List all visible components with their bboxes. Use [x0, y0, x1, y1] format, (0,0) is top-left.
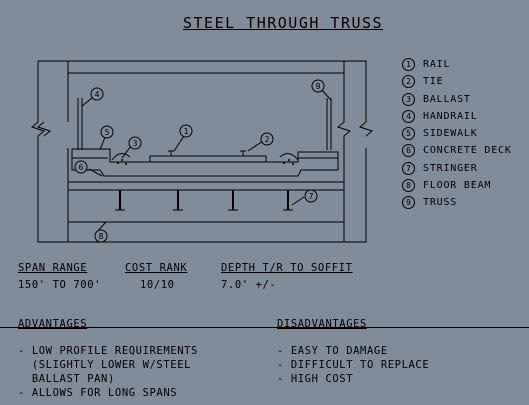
callout-2-num: 2 — [265, 135, 270, 144]
handrail-right — [326, 98, 332, 150]
span-range-value: 150' TO 700' — [18, 279, 102, 291]
concrete-deck — [71, 148, 339, 177]
diagram-title: STEEL THROUGH TRUSS — [183, 14, 384, 32]
handrail-left — [77, 98, 83, 150]
callout-7-num: 7 — [309, 192, 314, 201]
advantages-heading: ADVANTAGES — [18, 318, 88, 330]
depth-label: DEPTH T/R TO SOFFIT — [221, 262, 353, 274]
callout-5 — [100, 125, 114, 139]
disadvantage-item: - HIGH COST — [277, 373, 354, 385]
floor-beam — [68, 181, 344, 223]
disadvantage-item: - EASY TO DAMAGE — [277, 345, 388, 357]
callout-1-num: 1 — [184, 127, 189, 136]
span-range-label: SPAN RANGE — [18, 262, 88, 274]
callout-6-num: 6 — [79, 163, 84, 172]
sidewalk-left — [71, 149, 108, 159]
advantage-item: BALLAST PAN) — [18, 373, 115, 385]
callout-2 — [260, 132, 274, 146]
depth-value: 7.0' +/- — [221, 279, 277, 291]
cost-rank-value: 10/10 — [140, 279, 175, 291]
cost-rank-label: COST RANK — [125, 262, 188, 274]
section-divider — [0, 327, 529, 328]
callout-4-num: 4 — [95, 90, 100, 99]
right-truss-top — [344, 60, 367, 122]
callout-9-num: 9 — [316, 82, 321, 91]
callout-9 — [311, 79, 325, 93]
right-truss-outer — [336, 61, 367, 243]
callout-6 — [74, 160, 88, 174]
advantage-item: (SLIGHTLY LOWER W/STEEL — [18, 359, 192, 371]
disadvantages-heading: DISADVANTAGES — [277, 318, 367, 330]
disadvantage-item: - DIFFICULT TO REPLACE — [277, 359, 430, 371]
left-truss-break — [36, 121, 52, 137]
advantage-item: - ALLOWS FOR LONG SPANS — [18, 387, 178, 399]
callout-3-num: 3 — [133, 139, 138, 148]
top-bracing — [68, 60, 344, 74]
callout-3 — [128, 136, 142, 150]
right-truss-break — [358, 121, 374, 137]
rail-left — [168, 150, 174, 156]
tie — [149, 155, 267, 163]
left-truss-outer — [30, 61, 69, 243]
ballast — [111, 153, 299, 161]
callout-8-num: 8 — [99, 232, 104, 241]
rail-right — [240, 150, 246, 156]
callout-4 — [90, 87, 104, 101]
callout-5-num: 5 — [105, 128, 110, 137]
callout-7 — [304, 189, 318, 203]
callout-1 — [179, 124, 193, 138]
advantage-item: - LOW PROFILE REQUIREMENTS — [18, 345, 198, 357]
callout-8 — [94, 229, 108, 243]
left-truss-top — [38, 60, 69, 122]
